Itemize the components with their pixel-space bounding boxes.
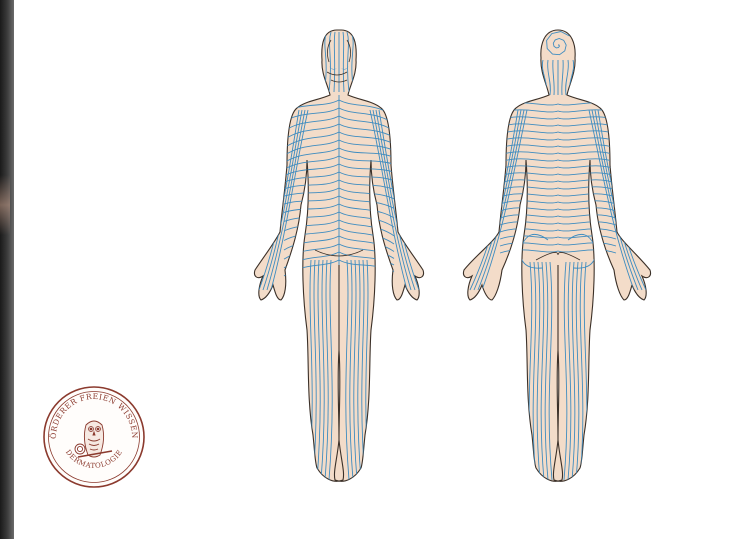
front-body-svg xyxy=(235,0,440,500)
back-body-svg xyxy=(450,0,670,500)
back-body-figure xyxy=(450,0,670,500)
left-edge-photo-strip xyxy=(0,0,14,539)
front-body-figure xyxy=(235,0,440,500)
foerderer-freien-wissens-seal: FÖRDERER FREIEN WISSENS DERMATOLOGIE xyxy=(42,385,146,489)
